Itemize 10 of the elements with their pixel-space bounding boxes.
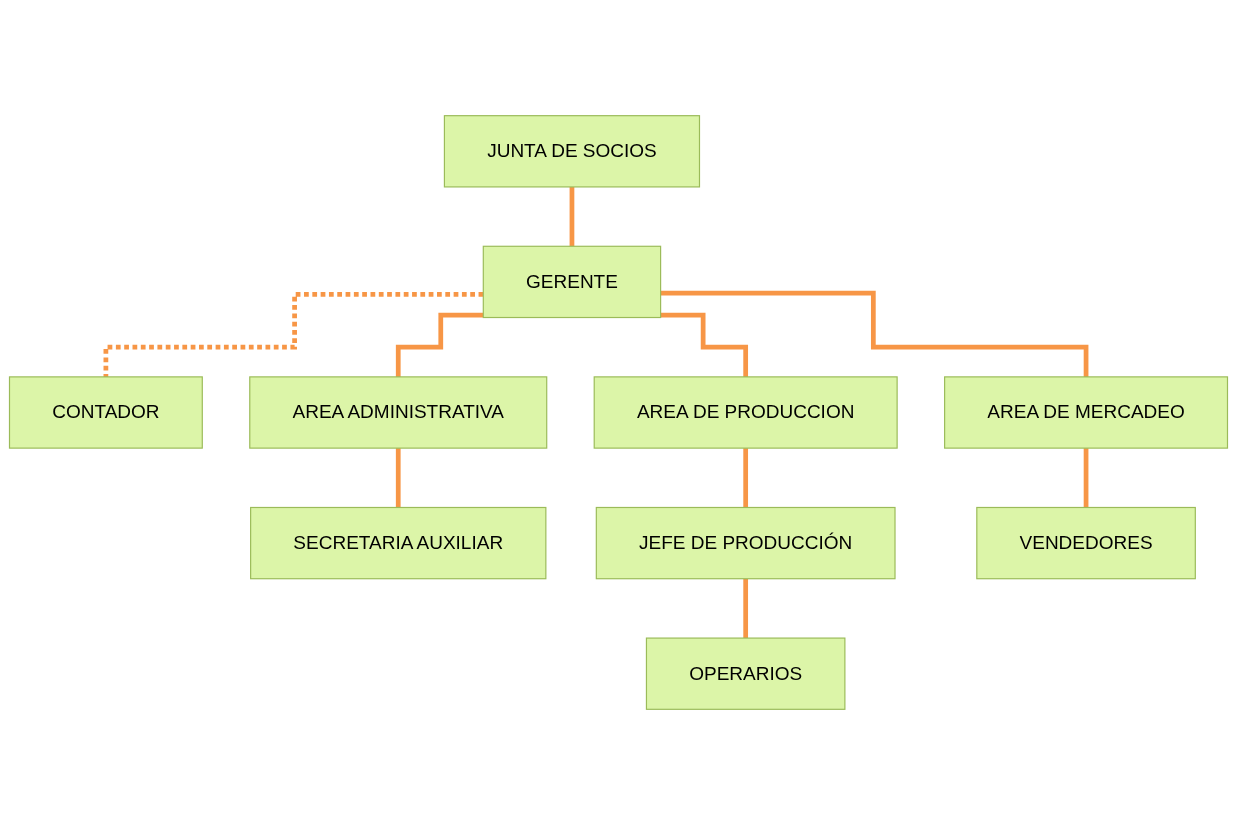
node-box: JUNTA DE SOCIOS — [443, 115, 701, 188]
node-box: AREA DE PRODUCCION — [593, 376, 898, 449]
node-box: CONTADOR — [8, 376, 203, 449]
node-box: SECRETARIA AUXILIAR — [250, 506, 547, 580]
node-box: GERENTE — [482, 245, 662, 319]
node-box: VENDEDORES — [976, 506, 1196, 580]
node-box: OPERARIOS — [645, 637, 846, 710]
node-box: AREA DE MERCADEO — [944, 376, 1229, 449]
node-box: JEFE DE PRODUCCIÓN — [595, 506, 896, 580]
node-box: AREA ADMINISTRATIVA — [249, 376, 548, 449]
